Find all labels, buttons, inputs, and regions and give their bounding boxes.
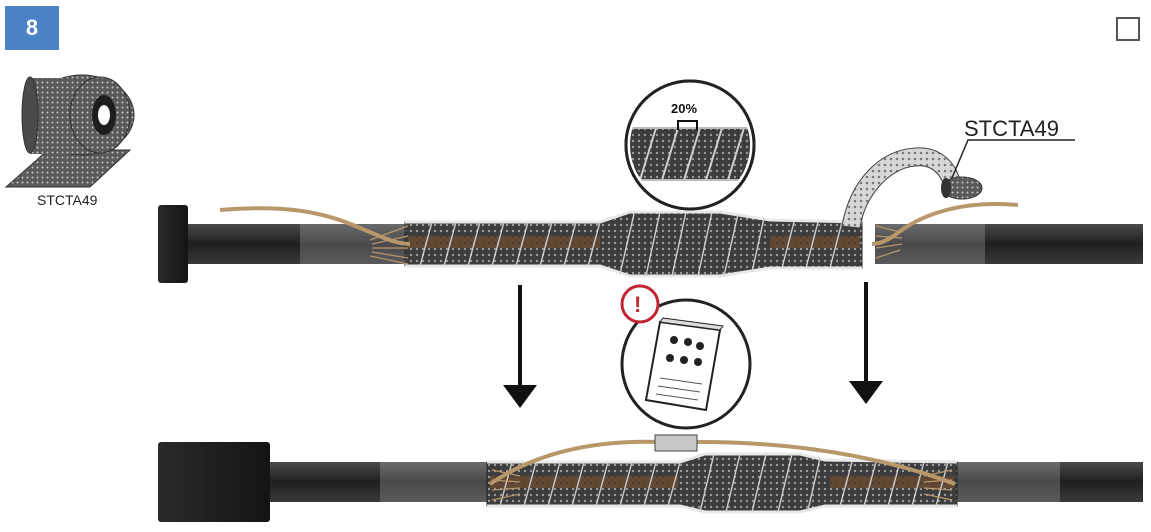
bottom-cable-assembly [158,434,1143,522]
step-checkbox[interactable] [1116,17,1140,41]
top-earth-wire-left [219,206,411,246]
callout-label: STCTA49 [964,116,1059,141]
small-tape-roll [941,176,983,200]
warning-icon: ! [620,284,660,324]
product-callout: STCTA49 [951,116,1075,179]
top-cable-right [970,224,1143,264]
top-cable-left [188,224,308,264]
bottom-cable-left [270,462,390,502]
mesh-roll-icon [4,74,135,188]
step-number-badge: 8 [5,6,59,50]
bottom-cable-right [1060,462,1143,502]
top-sheath-left [300,224,410,264]
bottom-end-cap [158,442,270,522]
overlap-label: 20% [671,101,697,116]
bottom-earth-wire [488,439,956,486]
wire-connector [654,434,698,452]
manual-icon [644,317,724,412]
arrow-down-icon [503,285,537,408]
overlap-zoom-detail: 20% [624,79,756,211]
bottom-sheath-right [955,462,1065,502]
top-earth-wire-right [871,202,1019,246]
arrow-down-icon [849,282,883,404]
top-end-cap [158,205,188,283]
product-code-label: STCTA49 [37,192,98,208]
manual-reference: ! [620,284,752,430]
top-cable-assembly [158,147,1143,283]
bottom-sheath-left [380,462,490,502]
svg-text:!: ! [634,292,641,317]
